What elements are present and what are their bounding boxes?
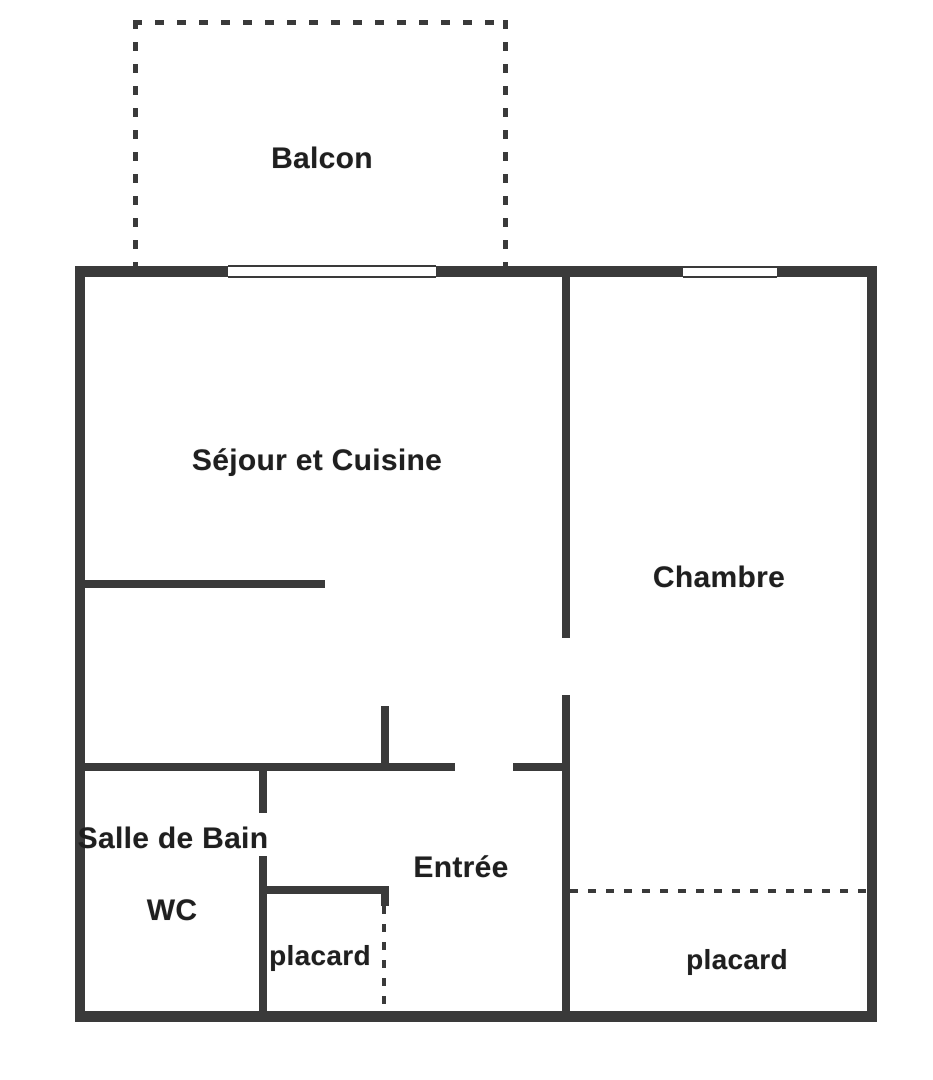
- wall-divider-sejour-chambre-upper: [562, 277, 570, 638]
- placard-chambre-front-dashed: [570, 889, 866, 893]
- wall-placard-entree-tick: [381, 886, 389, 906]
- wall-exterior-left: [75, 266, 85, 1022]
- wall-exterior-bottom: [75, 1011, 877, 1022]
- wall-wc-divider-stub: [259, 771, 267, 813]
- room-label-placard-entree: placard: [269, 940, 371, 971]
- balcony-wall-top: [133, 20, 508, 25]
- room-label-salle-de-bain: Salle de Bain: [77, 822, 269, 855]
- wall-placard-entree-top: [259, 886, 388, 894]
- room-label-entree: Entrée: [413, 851, 509, 884]
- room-label-wc: WC: [146, 894, 198, 927]
- wall-kitchen-partial: [85, 580, 325, 588]
- placard-entree-front-dashed: [382, 906, 386, 1008]
- balcony-wall-right: [503, 20, 508, 268]
- window-sejour: [228, 265, 436, 278]
- room-label-sejour-cuisine: Séjour et Cuisine: [191, 444, 443, 477]
- room-label-placard-chambre: placard: [686, 944, 788, 975]
- wall-hall-left-segment: [85, 763, 455, 771]
- room-label-chambre: Chambre: [652, 561, 786, 594]
- window-chambre: [683, 266, 777, 278]
- wall-exterior-top: [75, 266, 877, 277]
- wall-exterior-right: [867, 266, 877, 1022]
- room-label-balcon: Balcon: [271, 142, 373, 175]
- balcony-wall-left: [133, 20, 138, 268]
- wall-hall-right-segment: [513, 763, 570, 771]
- wall-divider-sejour-chambre-lower: [562, 695, 570, 1012]
- wall-stub-entree: [381, 706, 389, 771]
- wall-wc-divider-lower: [259, 856, 267, 1012]
